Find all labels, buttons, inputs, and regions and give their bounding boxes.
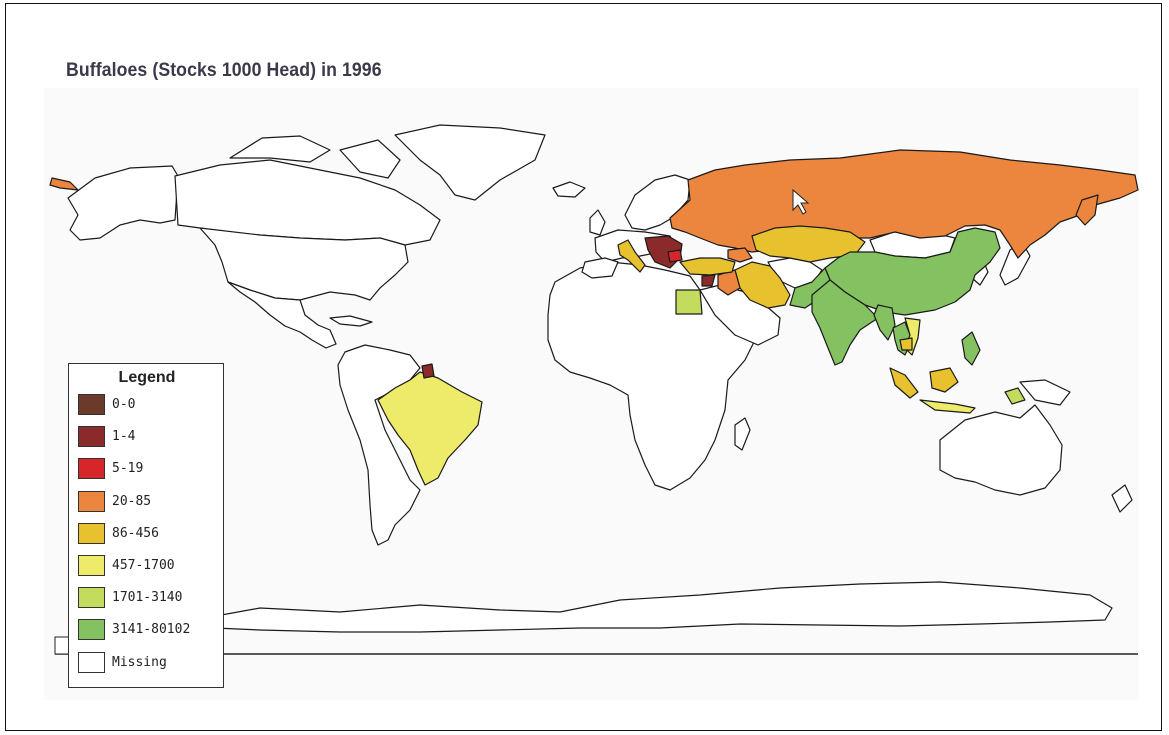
legend-swatch (78, 394, 105, 415)
region-turkey (679, 257, 736, 276)
region-indonesia-java (919, 399, 976, 414)
region-baffin-island (339, 139, 401, 179)
legend-item: 5-19 (78, 458, 218, 480)
legend-swatch (78, 619, 105, 641)
legend-item: 3141-80102 (78, 619, 218, 641)
region-iceland (552, 181, 586, 198)
legend-swatch (78, 587, 105, 609)
legend-swatch (78, 426, 105, 448)
legend-item: 20-85 (78, 490, 218, 513)
legend-title: Legend (118, 369, 176, 386)
region-egypt (675, 289, 703, 315)
legend-swatch (78, 555, 105, 576)
region-indonesia-borneo (929, 367, 959, 393)
region-iberia (581, 257, 619, 279)
region-alaska (67, 165, 179, 241)
region-iran (734, 261, 791, 309)
legend-label: 1701-3140 (112, 590, 183, 606)
region-guyana (421, 363, 435, 379)
region-antarctica (204, 581, 1113, 633)
legend-item: 86-456 (78, 522, 218, 545)
legend-label: 86-456 (112, 525, 159, 541)
region-italy (617, 239, 646, 273)
legend-swatch (78, 490, 105, 512)
region-mexico (227, 281, 337, 349)
map-baseline-left-box (54, 636, 70, 655)
region-india (811, 279, 879, 366)
legend-item: 0-0 (78, 394, 218, 416)
region-south-america (337, 344, 421, 546)
region-bulgaria (667, 249, 683, 263)
region-kamchatka (1075, 194, 1099, 226)
legend-label: 457-1700 (112, 558, 175, 573)
region-myanmar (873, 304, 896, 341)
region-australia (939, 404, 1063, 496)
legend-swatch (78, 651, 105, 673)
region-caucasus (727, 247, 753, 263)
region-indonesia-east (1004, 387, 1026, 405)
region-philippines (961, 331, 981, 366)
legend-swatch (78, 522, 105, 544)
region-alaska-tip (49, 177, 79, 191)
region-uk (589, 209, 606, 236)
legend-item: 1-4 (78, 426, 218, 448)
legend-label: 3141-80102 (112, 622, 191, 638)
region-indonesia-sumatra (889, 367, 919, 399)
legend-item: Missing (78, 651, 218, 674)
region-greenland (394, 124, 546, 201)
legend-swatch (78, 458, 105, 480)
legend-label: 1-4 (112, 429, 136, 445)
legend-label: 5-19 (112, 461, 144, 477)
region-africa (547, 261, 756, 491)
legend-item: 1701-3140 (78, 587, 218, 609)
region-arctic-islands (229, 135, 331, 163)
region-cuba (329, 315, 373, 327)
legend-label: 0-0 (112, 397, 136, 412)
legend: Legend 0-0 1-4 5-19 20-85 86-456 457-1700 1701… (68, 363, 224, 688)
legend-item: 457-1700 (78, 555, 218, 577)
legend-label: 20-85 (112, 493, 152, 509)
legend-label: Missing (112, 654, 167, 670)
region-cambodia (899, 337, 913, 351)
region-new-guinea (1019, 379, 1071, 406)
cursor-arrow-icon (792, 188, 810, 215)
region-brazil (377, 371, 483, 486)
region-new-zealand (1111, 484, 1133, 513)
region-syria (701, 274, 716, 287)
map-title: Buffaloes (Stocks 1000 Head) in 1996 (66, 60, 382, 81)
region-scandinavia (624, 174, 691, 231)
region-madagascar (734, 417, 751, 451)
